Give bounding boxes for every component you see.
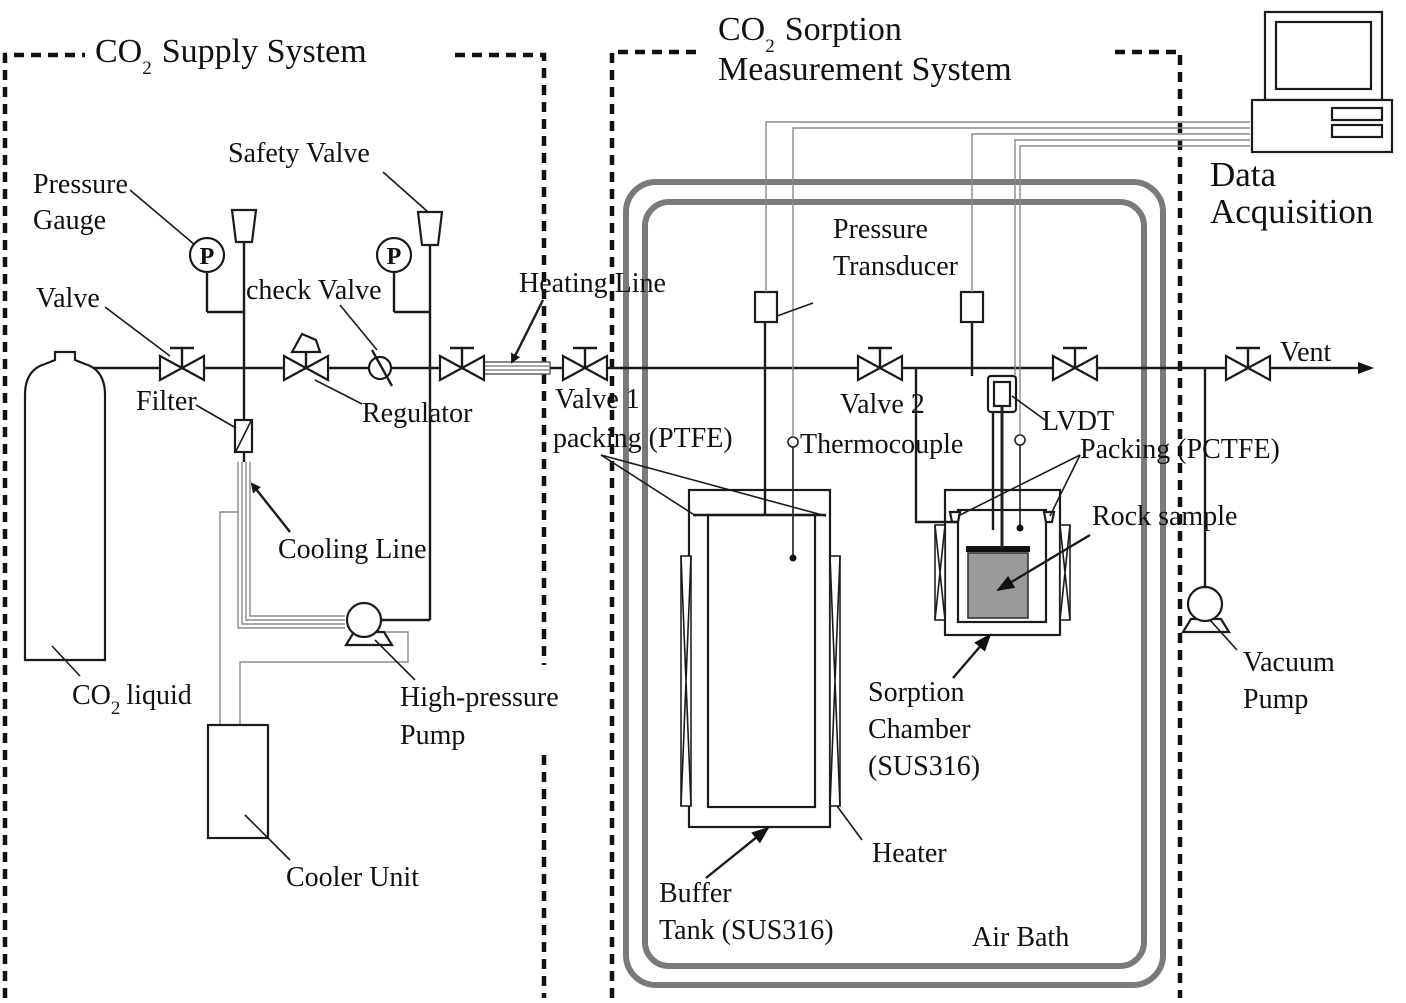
pressure-transducer-label-2: Transducer bbox=[833, 251, 959, 282]
gauge-2-symbol: P bbox=[387, 244, 402, 270]
valve-1 bbox=[561, 346, 609, 382]
pressure-gauge-label-2: Gauge bbox=[33, 205, 106, 236]
vent-label: Vent bbox=[1280, 337, 1332, 368]
supply-branch-piping bbox=[205, 243, 432, 620]
data-acquisition-label-1: Data bbox=[1210, 155, 1277, 194]
filter bbox=[233, 418, 254, 454]
computer-icon bbox=[1250, 10, 1394, 154]
air-bath-label: Air Bath bbox=[972, 922, 1069, 953]
outlet-valve bbox=[438, 346, 486, 382]
valve-2 bbox=[856, 346, 904, 382]
sorption-system-title-line2: Measurement System bbox=[718, 51, 1012, 88]
thermocouple-label: Thermocouple bbox=[800, 429, 963, 460]
valve-3 bbox=[1051, 346, 1099, 382]
heater-label: Heater bbox=[872, 838, 947, 869]
co2-cylinder bbox=[23, 350, 107, 662]
signal-wires bbox=[765, 121, 1250, 436]
buffer-tank-label-2: Tank (SUS316) bbox=[659, 915, 834, 946]
high-pressure-pump bbox=[344, 601, 394, 647]
regulator-label: Regulator bbox=[362, 398, 473, 429]
heating-line-label: Heating Line bbox=[519, 268, 666, 299]
rock-sample-label: Rock sample bbox=[1092, 501, 1237, 532]
regulator-valve bbox=[282, 332, 330, 382]
valve2-label: Valve 2 bbox=[840, 389, 925, 420]
pressure-transducer-label-1: Pressure bbox=[833, 214, 928, 245]
thermocouple-buffer bbox=[787, 436, 799, 562]
sorption-piping bbox=[763, 322, 1207, 590]
leader-lines bbox=[104, 171, 1238, 861]
packing-pctfe-label: Packing (PCTFE) bbox=[1080, 434, 1280, 465]
co2-liquid-leader bbox=[51, 645, 81, 677]
pressure-transducer-1 bbox=[753, 290, 779, 324]
cooling-line-label: Cooling Line bbox=[278, 534, 427, 565]
filter-label: Filter bbox=[136, 386, 197, 417]
data-acquisition-label-2: Acquisition bbox=[1210, 192, 1373, 231]
sorption-system-boundary bbox=[609, 49, 1183, 998]
cooler-unit bbox=[206, 723, 270, 840]
safety-valve-1 bbox=[230, 208, 258, 244]
sorption-chamber-label-3: (SUS316) bbox=[868, 751, 980, 782]
heating-line bbox=[479, 361, 551, 375]
packing-ptfe-label: packing (PTFE) bbox=[553, 423, 733, 454]
arrows bbox=[250, 299, 1091, 879]
vacuum-pump-label-2: Pump bbox=[1243, 684, 1308, 715]
check-valve-label: check Valve bbox=[246, 275, 382, 306]
high-pressure-pump-label-2: Pump bbox=[400, 720, 465, 751]
sorption-chamber-label-2: Chamber bbox=[868, 714, 971, 745]
lvdt bbox=[986, 374, 1018, 549]
safety-valve-label: Safety Valve bbox=[228, 138, 370, 169]
supply-valve bbox=[158, 346, 206, 382]
cooler-unit-label: Cooler Unit bbox=[286, 862, 419, 893]
air-bath bbox=[623, 179, 1166, 988]
buffer-tank-label-1: Buffer bbox=[659, 878, 732, 909]
pressure-transducer-2 bbox=[959, 290, 985, 324]
safety-valve-2 bbox=[416, 210, 444, 247]
vent-valve bbox=[1224, 346, 1272, 382]
pressure-gauge-1: P bbox=[188, 236, 226, 274]
pressure-gauge-2: P bbox=[375, 236, 413, 274]
pressure-gauge-label-1: Pressure bbox=[33, 169, 128, 200]
valves bbox=[158, 332, 1272, 382]
gauge-1-symbol: P bbox=[200, 244, 215, 270]
buffer-tank bbox=[680, 488, 841, 829]
rock-sample bbox=[967, 552, 1029, 619]
lvdt-label: LVDT bbox=[1042, 406, 1114, 437]
check-valve bbox=[367, 349, 394, 387]
supply-system-boundary bbox=[2, 52, 547, 998]
valve-label: Valve bbox=[36, 283, 100, 314]
valve1-label: Valve 1 bbox=[555, 384, 640, 415]
cooling-line bbox=[219, 462, 409, 725]
vacuum-pump-label-1: Vacuum bbox=[1243, 647, 1335, 678]
sorption-chamber-label-1: Sorption bbox=[868, 677, 964, 708]
vacuum-pump bbox=[1181, 585, 1231, 634]
high-pressure-pump-label-1: High-pressure bbox=[400, 682, 559, 713]
vent-arrow bbox=[1358, 362, 1374, 374]
